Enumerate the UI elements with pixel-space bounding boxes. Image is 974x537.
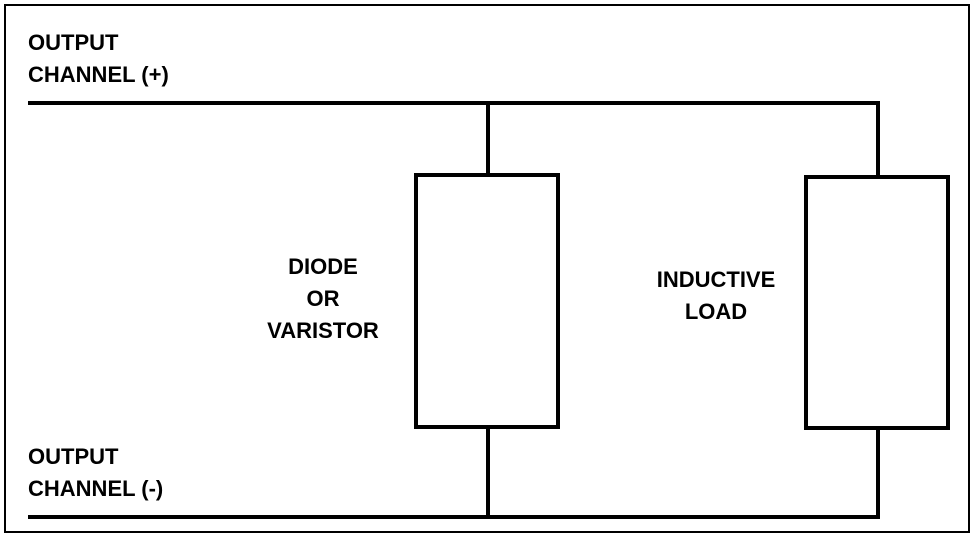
load-label: INDUCTIVE LOAD [636,264,796,328]
positive-rail-label-line1: OUTPUT [28,30,119,55]
load-label-line1: INDUCTIVE [656,267,776,292]
load-label-line2: LOAD [684,299,748,324]
negative-rail-label-line2: CHANNEL (-) [28,476,164,501]
negative-rail-label-line1: OUTPUT [28,444,119,469]
diagram-border [4,4,970,533]
suppressor-label-line3: VARISTOR [267,318,379,343]
positive-rail-label: OUTPUT CHANNEL (+) [28,27,169,91]
positive-rail-label-line2: CHANNEL (+) [28,62,169,87]
suppressor-label-line1: DIODE [288,254,358,279]
suppressor-label: DIODE OR VARISTOR [248,251,398,347]
negative-rail-label: OUTPUT CHANNEL (-) [28,441,163,505]
load-component-box [804,175,950,430]
suppressor-label-line2: OR [306,286,340,311]
suppressor-component-box [414,173,560,429]
